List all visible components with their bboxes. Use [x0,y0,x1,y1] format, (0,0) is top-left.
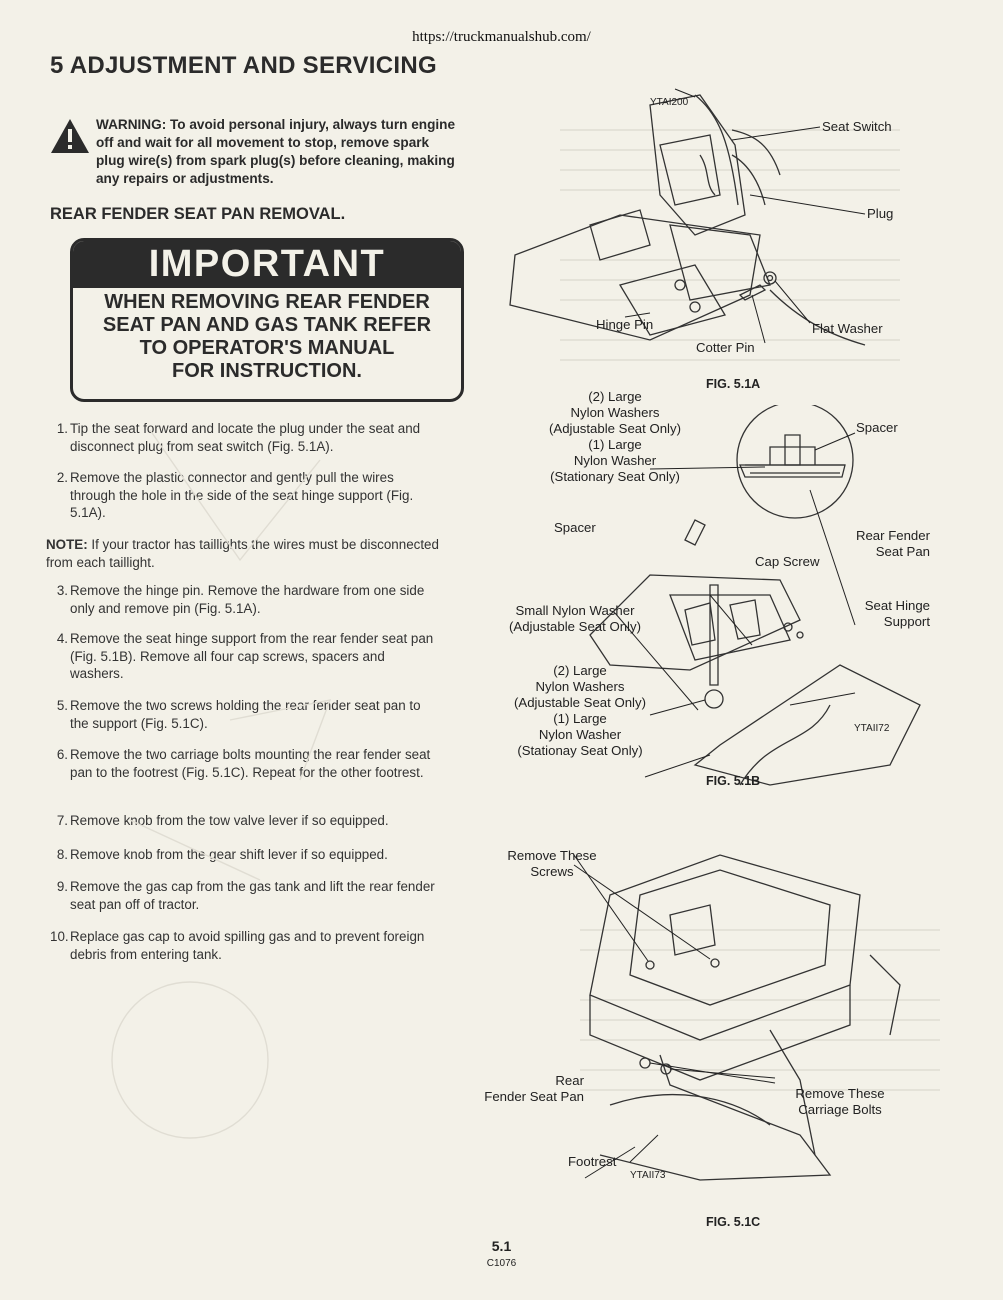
label-hinge-pin: Hinge Pin [596,317,654,332]
figure-caption: FIG. 5.1B [706,774,761,788]
list-item: 1.Tip the seat forward and locate the pl… [56,421,421,454]
figure-caption: FIG. 5.1A [706,377,761,391]
list-item: 2.Remove the plastic connector and gentl… [56,470,414,520]
important-line: WHEN REMOVING REAR FENDER [104,291,430,313]
section-title: 5 ADJUSTMENT AND SERVICING [50,52,437,79]
label-large-nylon-washers: (2) Large Nylon Washers (Adjustable Seat… [514,663,646,758]
important-line: FOR INSTRUCTION. [172,360,362,382]
list-item: 4.Remove the seat hinge support from the… [56,631,434,681]
label-seat-switch: Seat Switch [822,119,892,134]
page-number: 5.1 [491,1238,512,1254]
label-spacer: Spacer [856,420,898,435]
list-item: 9.Remove the gas cap from the gas tank a… [56,879,435,912]
figure-column: YTAI200 Seat Switch Plug Hinge Pin Flat … [470,85,990,1235]
list-item: 8.Remove knob from the gear shift lever … [56,847,388,862]
seat-hinge-support-diagram [589,405,921,786]
label-small-nylon-washer: Small Nylon Washer (Adjustable Seat Only… [509,603,641,634]
label-cotter-pin: Cotter Pin [696,340,755,355]
figure-code: YTAII73 [630,1170,666,1181]
important-box: IMPORTANT WHEN REMOVING REAR FENDER SEAT… [70,238,464,402]
label-remove-carriage-bolts: Remove These Carriage Bolts [795,1086,885,1117]
seat-hinge-diagram [509,88,866,346]
warning-text: WARNING: To avoid personal injury, alway… [96,117,456,186]
figure-code: YTAI200 [650,97,689,108]
list-item: 10.Replace gas cap to avoid spilling gas… [50,929,425,962]
source-url[interactable]: https://truckmanualshub.com/ [412,29,591,45]
label-rear-fender-seat-pan: Rear Fender Seat Pan [484,1073,584,1104]
label-large-nylon-washers: (2) Large Nylon Washers (Adjustable Seat… [549,389,681,484]
label-flat-washer: Flat Washer [812,321,883,336]
label-spacer: Spacer [554,520,596,535]
label-footrest: Footrest [568,1154,617,1169]
subsection-heading: REAR FENDER SEAT PAN REMOVAL. [50,205,346,223]
important-line: TO OPERATOR'S MANUAL [139,337,395,359]
figure-code: YTAII72 [854,723,890,734]
important-title: IMPORTANT [148,243,386,285]
figure-caption: FIG. 5.1C [706,1215,761,1229]
label-remove-these-screws: Remove These Screws [507,848,597,879]
document-code: C1076 [486,1258,517,1269]
list-item: 7.Remove knob from the tow valve lever i… [56,813,389,828]
label-cap-screw: Cap Screw [755,554,820,569]
list-item: 5.Remove the two screws holding the rear… [56,698,421,731]
label-plug: Plug [867,206,894,221]
seat-pan-footrest-diagram [573,854,901,1181]
list-item: 3.Remove the hinge pin. Remove the hardw… [56,583,425,616]
list-item: 6.Remove the two carriage bolts mounting… [56,747,431,780]
label-seat-hinge-support: Seat Hinge Support [864,598,930,629]
note: NOTE: If your tractor has taillights the… [46,537,439,570]
warning-triangle-icon [51,119,89,153]
label-rear-fender-seat-pan: Rear Fender Seat Pan [855,528,930,559]
important-line: SEAT PAN AND GAS TANK REFER [102,314,432,336]
warning-block: WARNING: To avoid personal injury, alway… [50,116,460,188]
